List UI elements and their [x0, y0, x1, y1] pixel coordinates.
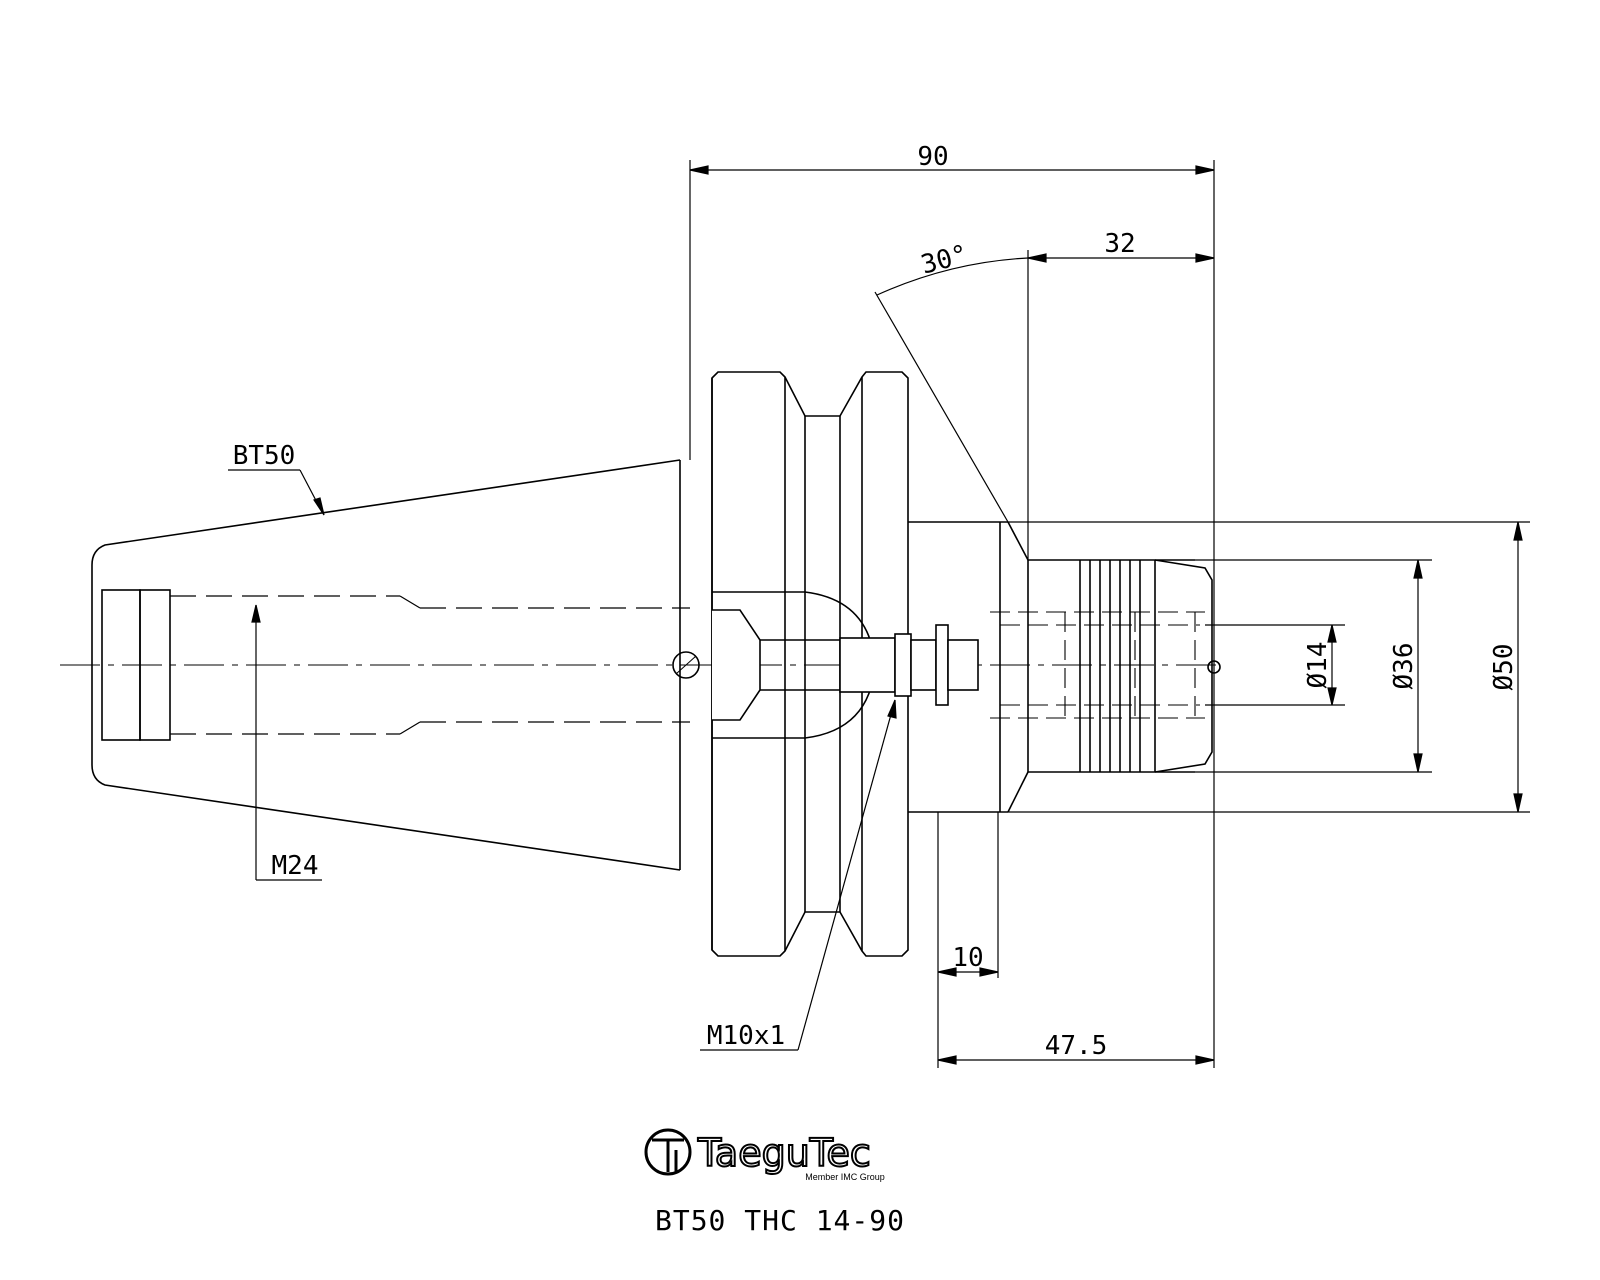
collet-nut — [1028, 559, 1221, 773]
key-hole — [672, 651, 700, 679]
dimension-lines — [228, 160, 1530, 1068]
dim-overall-length: 90 — [917, 142, 948, 172]
part-caption: BT50 THC 14-90 — [655, 1204, 905, 1237]
logo-mark-icon — [644, 1128, 692, 1176]
callout-stop-screw-thread: M10x1 — [707, 1021, 785, 1051]
hidden-bore — [170, 595, 690, 735]
nose-body — [908, 521, 1029, 813]
brand-logo: TaeguTec Member IMC Group — [644, 1128, 885, 1182]
dim-gauge-length: 47.5 — [1045, 1031, 1108, 1061]
logo-brand: TaeguTec — [697, 1131, 871, 1175]
dim-collet-length: 32 — [1104, 229, 1135, 259]
dim-body-diameter: Ø50 — [1489, 644, 1519, 691]
taper-shank — [91, 459, 681, 871]
callout-retention-thread: M24 — [272, 851, 319, 881]
dim-flange-offset: 10 — [952, 943, 983, 973]
dim-bore-diameter: Ø14 — [1303, 642, 1333, 689]
dim-chamfer-angle: 30° — [918, 240, 971, 281]
collet-hidden — [990, 611, 1205, 719]
flange-cavity — [712, 591, 979, 739]
logo-tagline: Member IMC Group — [805, 1172, 885, 1182]
dim-nut-diameter: Ø36 — [1389, 643, 1419, 690]
callout-taper: BT50 — [233, 441, 296, 471]
